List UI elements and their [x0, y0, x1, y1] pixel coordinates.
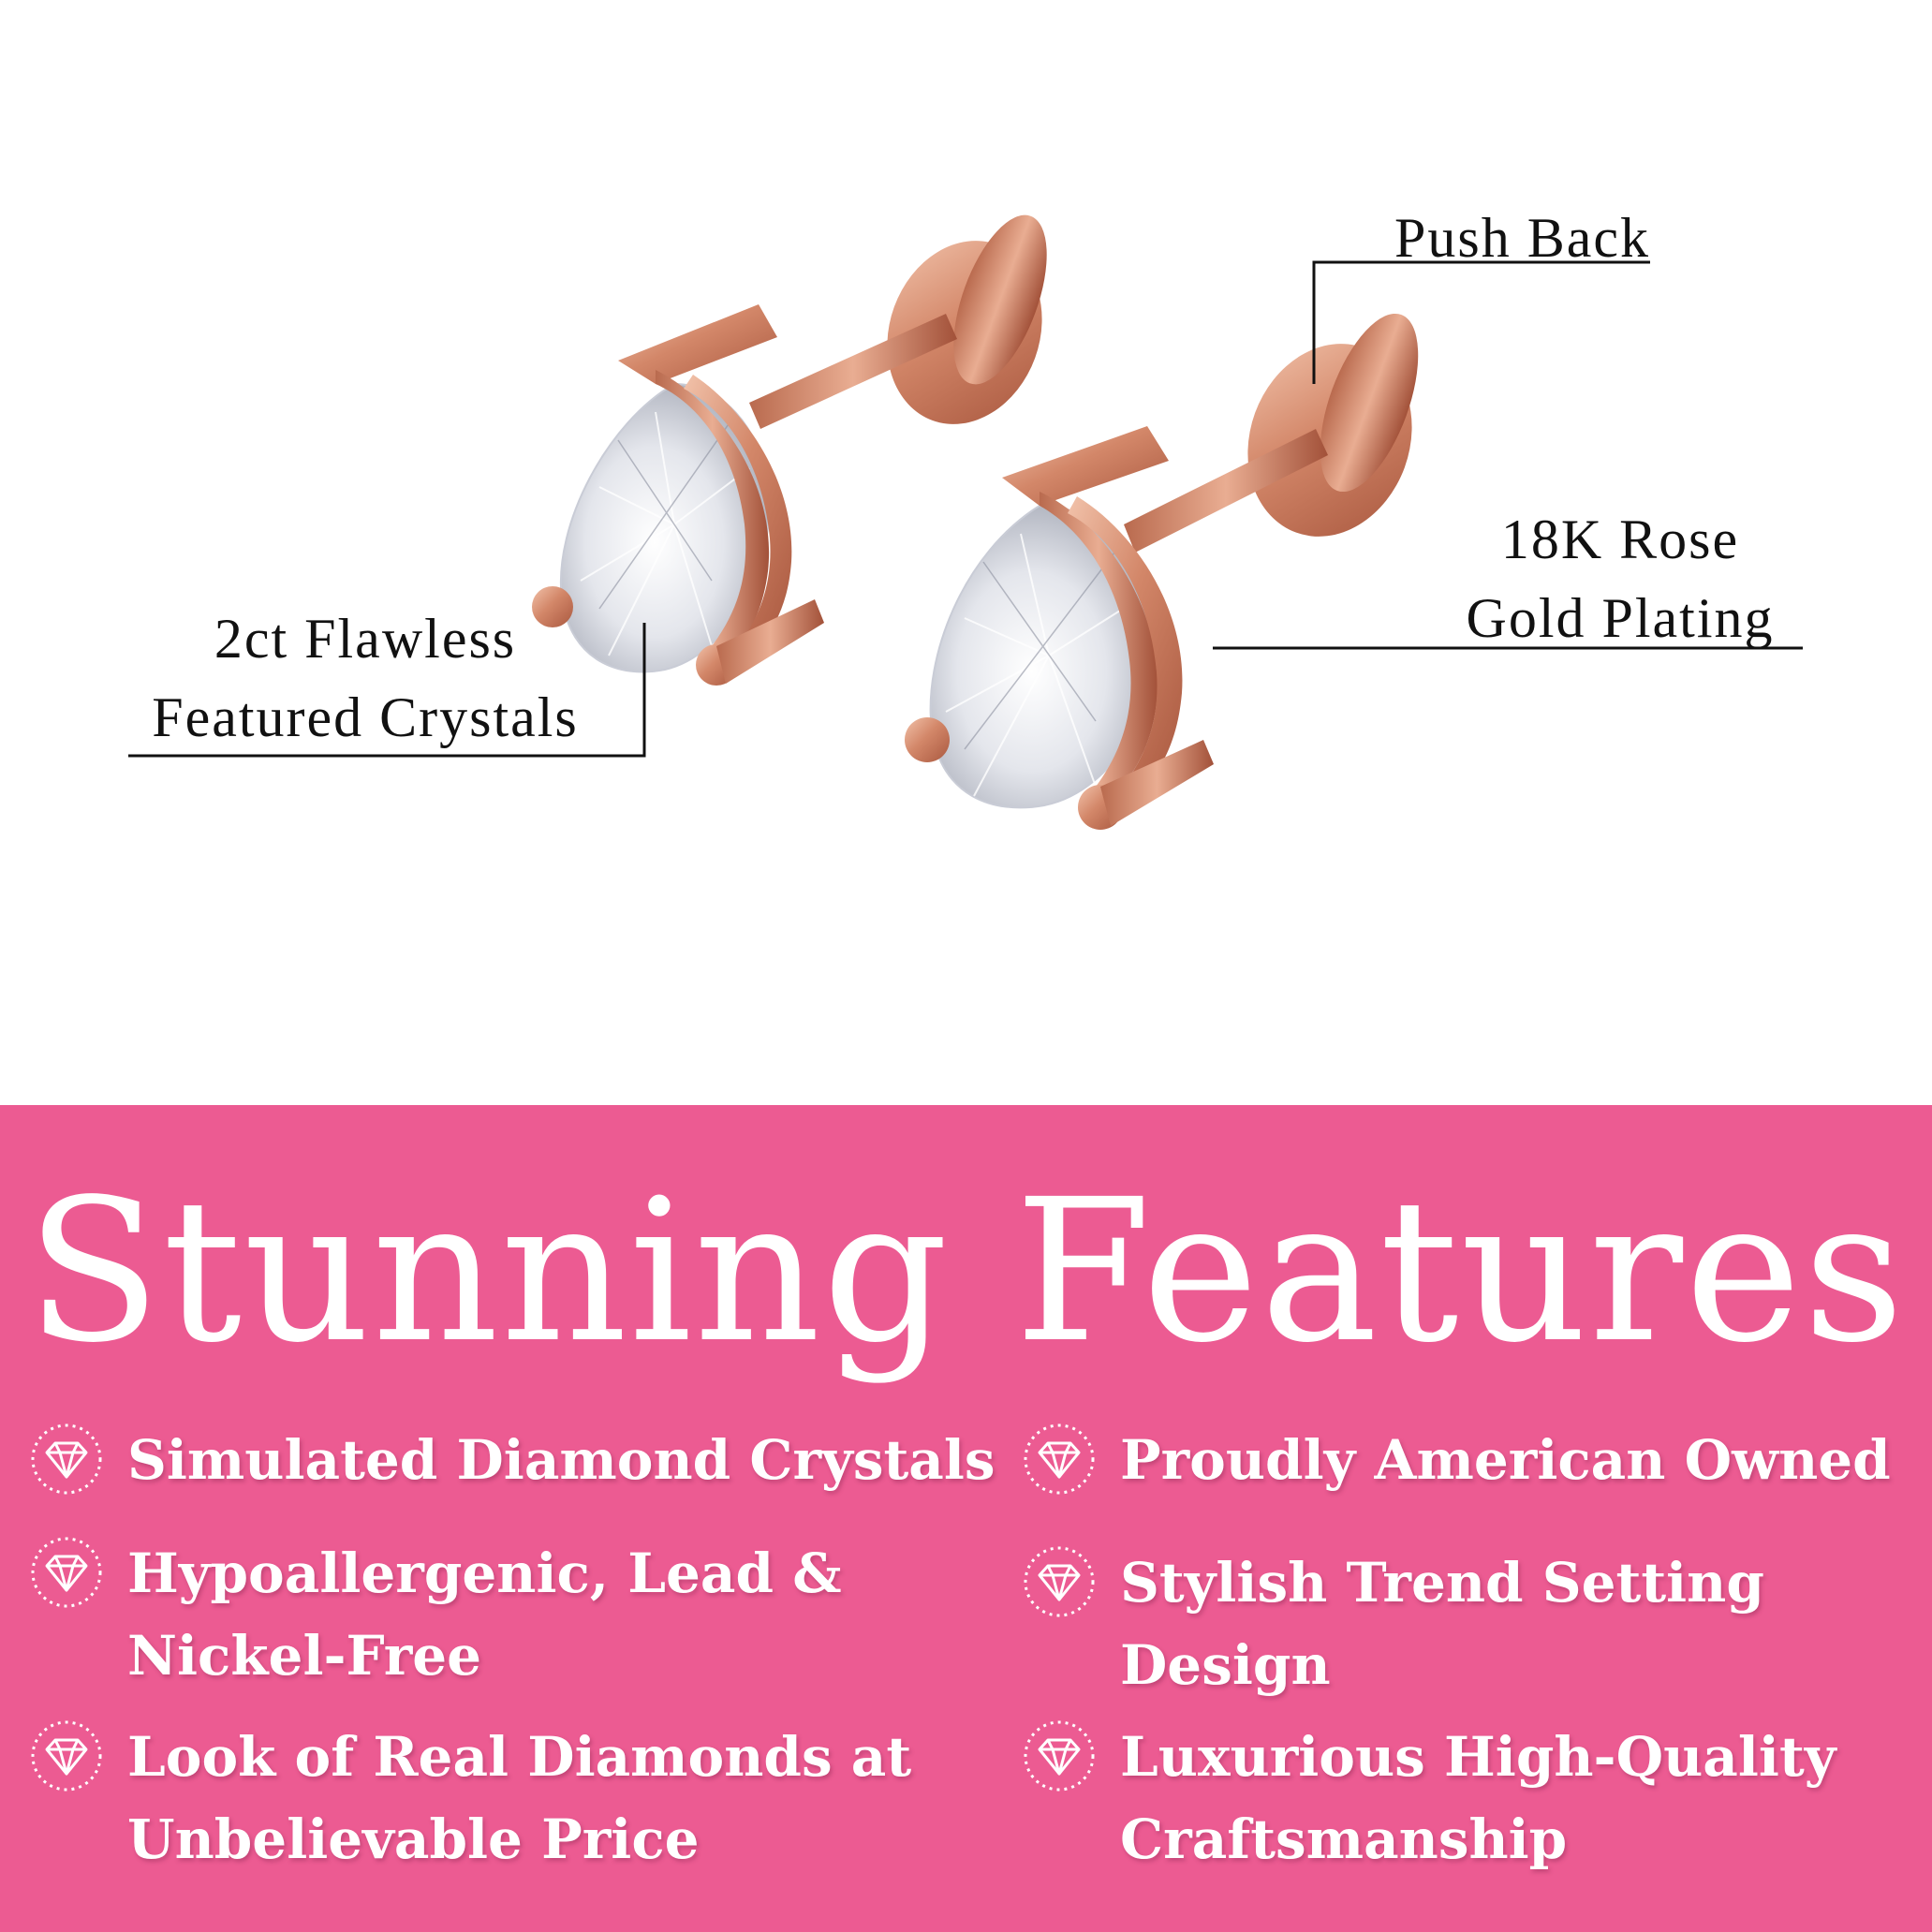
push-back-callout: Push Back [1292, 199, 1650, 277]
callout-text: 18K Rose [1500, 509, 1740, 570]
diamond-icon [1024, 1423, 1095, 1495]
feature-text-line: Unbelievable Price [127, 1807, 700, 1871]
feature-item: Look of Real Diamonds at Unbelievable Pr… [26, 1716, 911, 1880]
feature-item: Stylish Trend Setting Design [1019, 1541, 1764, 1706]
rose-gold-callout: 18K Rose Gold Plating [1405, 500, 1836, 657]
callout-text: 2ct Flawless [214, 608, 517, 670]
feature-text-line: Stylish Trend Setting [1120, 1551, 1764, 1615]
right-earring [905, 313, 1419, 830]
diamond-icon [1024, 1720, 1095, 1792]
callout-text: Featured Crystals [152, 686, 579, 748]
feature-item: Proudly American Owned [1019, 1419, 1891, 1501]
diamond-icon [1024, 1546, 1095, 1617]
earrings-illustration [128, 214, 1803, 830]
feature-text-line: Look of Real Diamonds at [127, 1725, 912, 1789]
push-back-leader-line [1312, 260, 1650, 384]
callout-text: Gold Plating [1466, 587, 1775, 649]
product-image-area: Push Back 18K Rose Gold Plating 2ct Flaw… [112, 199, 1836, 830]
crystals-leader-line [128, 623, 646, 758]
feature-text-line: Simulated Diamond Crystals [127, 1428, 995, 1492]
diamond-icon [31, 1537, 102, 1608]
feature-text-line: Craftsmanship [1120, 1807, 1568, 1871]
features-panel [0, 1105, 1932, 1932]
diamond-icon [31, 1720, 102, 1792]
feature-item: Simulated Diamond Crystals [26, 1419, 995, 1501]
callout-lines [128, 260, 1803, 758]
feature-text-line: Proudly American Owned [1120, 1428, 1891, 1492]
feature-text-line: Nickel-Free [127, 1624, 482, 1688]
left-earring [532, 214, 1047, 686]
feature-text-line: Hypoallergenic, Lead & [127, 1541, 842, 1605]
diamond-icon [31, 1423, 102, 1495]
feature-item: Hypoallergenic, Lead & Nickel-Free [26, 1532, 842, 1697]
crystals-callout: 2ct Flawless Featured Crystals [112, 599, 618, 757]
features-title: Stunning Features [25, 1157, 1907, 1386]
feature-text-line: Design [1120, 1633, 1331, 1697]
feature-text-line: Luxurious High-Quality [1120, 1725, 1836, 1789]
callout-text: Push Back [1394, 207, 1650, 269]
feature-item: Luxurious High-Quality Craftsmanship [1019, 1716, 1836, 1880]
